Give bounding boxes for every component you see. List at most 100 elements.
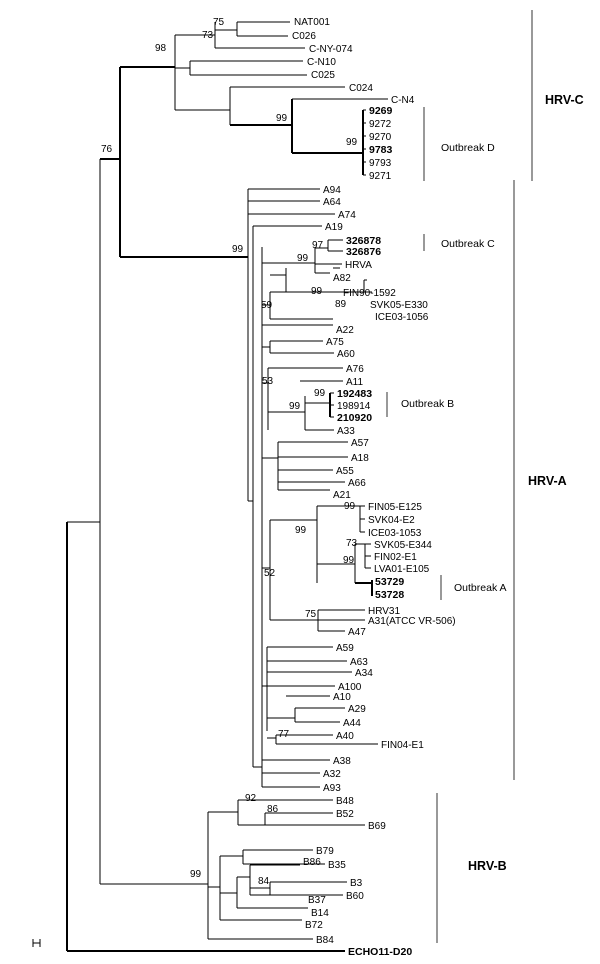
bootstrap-value: 99 — [314, 388, 326, 399]
leaf-label: NAT001 — [294, 17, 330, 28]
leaf-label: 9269 — [369, 105, 393, 117]
leaf-label: A94 — [323, 185, 341, 196]
bootstrap-value: 98 — [155, 43, 167, 54]
leaf-label: 9271 — [369, 171, 392, 182]
bootstrap-value: 73 — [346, 538, 358, 549]
bootstrap-value: 99 — [295, 525, 307, 536]
leaf-label: C024 — [349, 83, 373, 94]
leaf-label: 198914 — [337, 401, 371, 412]
leaf-label: B69 — [368, 821, 386, 832]
bootstrap-value: 99 — [346, 137, 358, 148]
leaf-label: C-N10 — [307, 57, 336, 68]
leaf-label: LVA01-E105 — [374, 564, 430, 575]
bootstrap-value: 99 — [297, 253, 309, 264]
leaf-label: A31(ATCC VR-506) — [368, 616, 456, 627]
branch — [363, 109, 366, 176]
leaf-label: A63 — [350, 657, 368, 668]
leaf-label: B37 — [308, 895, 326, 906]
leaf-label: A75 — [326, 337, 344, 348]
leaf-label: C025 — [311, 70, 335, 81]
outbreak-d-label: Outbreak D — [441, 142, 495, 154]
bootstrap-value: 99 — [311, 286, 323, 297]
leaf-label: A64 — [323, 197, 341, 208]
leaf-label: FIN90-1592 — [343, 288, 396, 299]
bootstrap-value: 99 — [343, 555, 355, 566]
leaf-label: SVK05-E330 — [370, 300, 428, 311]
leaf-label: B86 — [303, 857, 321, 868]
leaf-label: SVK04-E2 — [368, 515, 415, 526]
bootstrap-value: 99 — [232, 244, 244, 255]
bootstrap-value: 97 — [312, 240, 324, 251]
outbreak-b-label: Outbreak B — [401, 398, 454, 410]
leaf-label: C-N4 — [391, 95, 415, 106]
leaf-label: 192483 — [337, 388, 372, 400]
bootstrap-value: 59 — [261, 300, 273, 311]
leaf-label: A34 — [355, 668, 373, 679]
tree-branches — [66, 21, 388, 952]
leaf-label: B72 — [305, 920, 323, 931]
leaf-label: A59 — [336, 643, 354, 654]
bootstrap-value: 77 — [278, 729, 290, 740]
leaf-label: 9793 — [369, 158, 392, 169]
leaf-label: A44 — [343, 718, 361, 729]
leaf-label: FIN05-E125 — [368, 502, 422, 513]
leaf-label: B60 — [346, 891, 364, 902]
bootstrap-value: 89 — [335, 299, 347, 310]
bootstrap-value: 76 — [101, 144, 113, 155]
outbreak-a-label: Outbreak A — [454, 582, 507, 594]
leaf-label: 9272 — [369, 119, 392, 130]
leaf-label: A19 — [325, 222, 343, 233]
leaf-label: C026 — [292, 31, 316, 42]
leaf-label: ICE03-1056 — [375, 312, 429, 323]
leaf-label: B35 — [328, 860, 346, 871]
leaf-label: A10 — [333, 692, 351, 703]
outbreak-markers: Outbreak D Outbreak C Outbreak B Outbrea… — [386, 107, 507, 600]
leaf-label: A93 — [323, 783, 341, 794]
bootstrap-value: 73 — [202, 30, 214, 41]
leaf-label: A57 — [351, 438, 369, 449]
genotype-groups: HRV-C HRV-A HRV-B — [436, 10, 584, 943]
leaf-label: 326876 — [346, 246, 381, 258]
bootstrap-value: 84 — [258, 876, 270, 887]
bootstrap-value: 52 — [264, 568, 276, 579]
leaf-label: A60 — [337, 349, 355, 360]
leaf-label: A82 — [333, 273, 351, 284]
bootstrap-value: 99 — [289, 401, 301, 412]
leaf-label: B14 — [311, 908, 329, 919]
leaf-label: 53729 — [375, 576, 404, 588]
hrv-b-label: HRV-B — [468, 859, 507, 873]
leaf-label: 9270 — [369, 132, 392, 143]
leaf-label: C-NY-074 — [309, 44, 353, 55]
leaf-label: A74 — [338, 210, 356, 221]
leaf-label: A29 — [348, 704, 366, 715]
leaf-label: 9783 — [369, 144, 393, 156]
leaf-label: B84 — [316, 935, 334, 946]
leaf-label: 210920 — [337, 412, 372, 424]
leaf-label: ECHO11-D20 — [348, 946, 412, 958]
bootstrap-value: 99 — [276, 113, 288, 124]
outbreak-c-label: Outbreak C — [441, 238, 495, 250]
bootstrap-value: 86 — [267, 804, 279, 815]
leaf-label: A21 — [333, 490, 351, 501]
leaf-label: FIN02-E1 — [374, 552, 417, 563]
leaf-label: A32 — [323, 769, 341, 780]
leaf-labels: NAT001 C026 C-NY-074 C-N10 C025 C024 C-N… — [292, 17, 456, 958]
leaf-label: A76 — [346, 364, 364, 375]
leaf-label: A33 — [337, 426, 355, 437]
bootstrap-values: 75 73 98 99 99 76 99 97 99 99 89 59 53 9… — [101, 17, 358, 887]
leaf-label: A38 — [333, 756, 351, 767]
leaf-label: B79 — [316, 846, 334, 857]
leaf-label: A100 — [338, 682, 362, 693]
leaf-label: B48 — [336, 796, 354, 807]
bootstrap-value: 92 — [245, 793, 257, 804]
hrv-a-label: HRV-A — [528, 474, 567, 488]
leaf-label: FIN04-E1 — [381, 740, 424, 751]
leaf-label: A40 — [336, 731, 354, 742]
leaf-label: B3 — [350, 878, 363, 889]
leaf-label: A55 — [336, 466, 354, 477]
hrv-c-label: HRV-C — [545, 93, 584, 107]
leaf-label: A22 — [336, 325, 354, 336]
leaf-label: A18 — [351, 453, 369, 464]
leaf-label: ICE03-1053 — [368, 528, 422, 539]
